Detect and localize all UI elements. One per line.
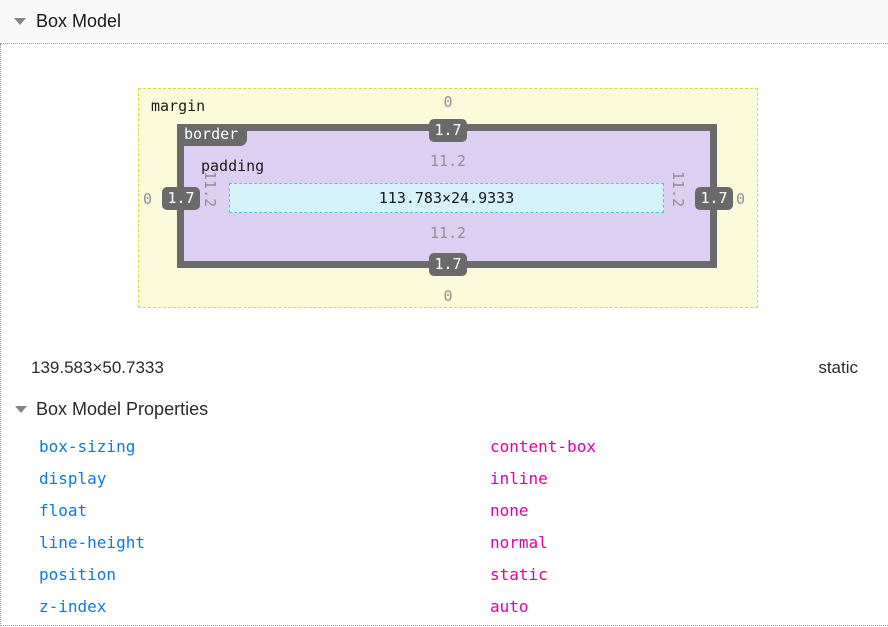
- box-model-properties-header[interactable]: Box Model Properties: [1, 396, 888, 422]
- property-name: line-height: [39, 533, 145, 552]
- content-size-value: 113.783×24.9333: [378, 189, 515, 207]
- property-value: normal: [490, 533, 548, 552]
- border-right-value[interactable]: 1.7: [695, 187, 733, 210]
- border-top-value[interactable]: 1.7: [429, 119, 467, 142]
- padding-right-value[interactable]: 11.2: [669, 171, 687, 208]
- property-value: auto: [490, 597, 529, 616]
- properties-section-title: Box Model Properties: [36, 398, 209, 419]
- element-position-badge: static: [818, 358, 858, 377]
- property-row: line-height normal: [1, 527, 888, 559]
- triangle-down-icon[interactable]: [14, 18, 26, 25]
- property-value: none: [490, 501, 529, 520]
- property-value: content-box: [490, 437, 596, 456]
- element-summary-row: 139.583×50.7333 static: [1, 358, 888, 380]
- property-name: box-sizing: [39, 437, 136, 456]
- content-layer[interactable]: 113.783×24.9333: [229, 183, 664, 213]
- margin-label: margin: [151, 97, 206, 115]
- margin-left-value[interactable]: 0: [143, 190, 153, 208]
- border-bottom-value[interactable]: 1.7: [429, 253, 467, 276]
- box-model-title: Box Model: [36, 11, 122, 31]
- properties-list: box-sizing content-box display inline fl…: [1, 431, 888, 623]
- border-left-value[interactable]: 1.7: [162, 187, 200, 210]
- property-row: position static: [1, 559, 888, 591]
- border-label: border: [177, 124, 248, 146]
- element-dimensions: 139.583×50.7333: [31, 358, 164, 377]
- property-value: inline: [490, 469, 548, 488]
- margin-right-value[interactable]: 0: [736, 190, 746, 208]
- box-model-diagram: margin border padding 0 0 0 0 1.7 1.7 1.…: [138, 88, 758, 308]
- box-model-panel-body: margin border padding 0 0 0 0 1.7 1.7 1.…: [0, 44, 888, 626]
- property-row: z-index auto: [1, 591, 888, 623]
- property-name: z-index: [39, 597, 107, 616]
- property-name: float: [39, 501, 88, 520]
- padding-label: padding: [201, 157, 265, 175]
- property-row: display inline: [1, 463, 888, 495]
- property-name: display: [39, 469, 107, 488]
- padding-bottom-value[interactable]: 11.2: [429, 224, 467, 242]
- padding-top-value[interactable]: 11.2: [429, 152, 467, 170]
- padding-left-value[interactable]: 11.2: [201, 171, 219, 208]
- property-row: float none: [1, 495, 888, 527]
- margin-bottom-value[interactable]: 0: [443, 287, 453, 305]
- property-value: static: [490, 565, 548, 584]
- property-row: box-sizing content-box: [1, 431, 888, 463]
- box-model-section-header[interactable]: Box Model: [0, 0, 888, 44]
- property-name: position: [39, 565, 117, 584]
- margin-top-value[interactable]: 0: [443, 93, 453, 111]
- triangle-down-icon[interactable]: [15, 405, 27, 413]
